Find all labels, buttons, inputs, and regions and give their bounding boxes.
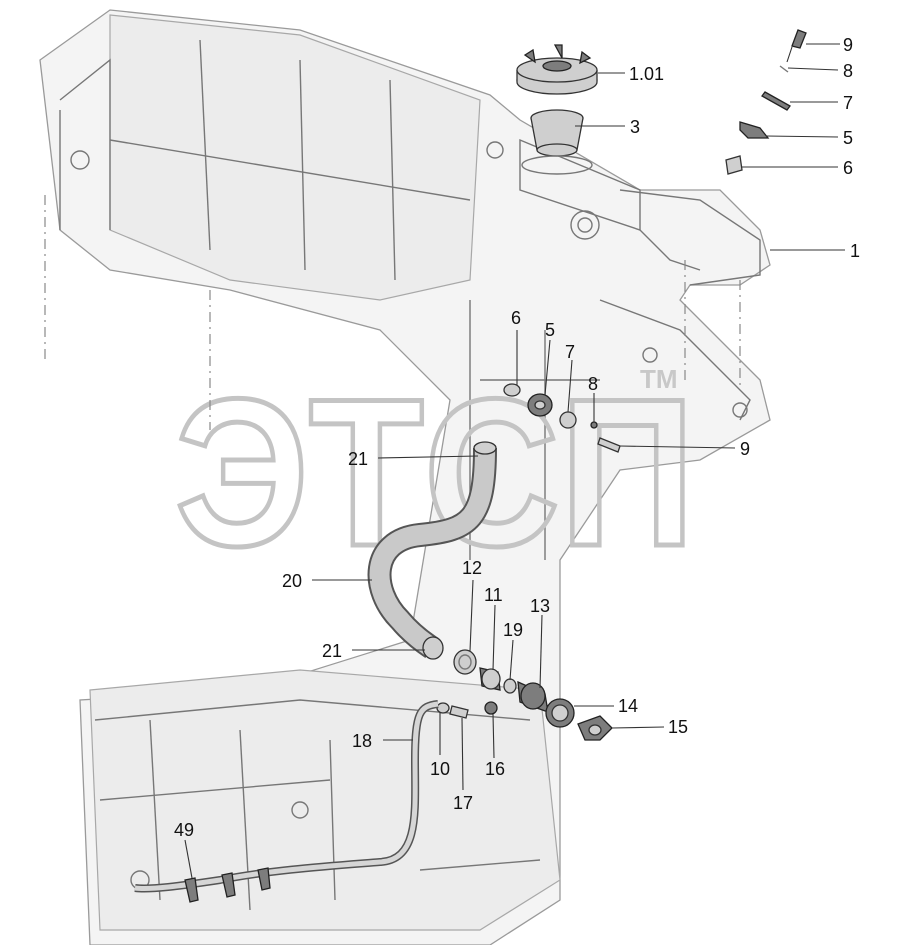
callout-13: 13 [530,596,550,616]
callout-10: 10 [430,759,450,779]
part-13-strainer-body [517,680,549,713]
frame-drawing [39,9,771,945]
callout-15: 15 [668,717,688,737]
callout-3: 3 [630,117,640,137]
callout-11: 11 [484,585,503,605]
callout-5-mid: 5 [545,320,555,340]
part-11-fitting [479,667,501,691]
part-set-top-right [725,29,807,175]
callout-17: 17 [453,793,473,813]
watermark: ЭТСП TM [173,353,698,593]
callout-21-bottom: 21 [322,641,342,661]
callout-21-top: 21 [348,449,368,469]
part-12-clamp [453,649,477,675]
callout-49: 49 [174,820,194,840]
part-15-cap [577,715,613,741]
callout-1-01: 1.01 [629,64,664,84]
part-19-washer [503,678,517,694]
callout-7-mid: 7 [565,342,575,362]
leader-lines [184,43,845,879]
part-1-01-filler-cap [516,44,598,95]
callout-7-top: 7 [843,93,853,113]
parts [134,29,807,903]
callout-16: 16 [485,759,505,779]
callout-20: 20 [282,571,302,591]
callout-6-top: 6 [843,158,853,178]
callout-labels: 9 8 7 5 6 1.01 3 1 6 5 7 8 9 21 20 21 12… [174,35,860,840]
part-49-hose-clips [184,867,271,903]
callout-5-top: 5 [843,128,853,148]
callout-14: 14 [618,696,638,716]
part-20-filler-hose [367,441,497,660]
callout-8-top: 8 [843,61,853,81]
part-17-fitting [449,705,469,719]
callout-8-mid: 8 [588,374,598,394]
callout-12: 12 [462,558,482,578]
watermark-text: ЭТСП [175,355,695,590]
part-10-hose-end [436,702,450,714]
part-3-filler-neck [521,109,593,175]
callout-6-mid: 6 [511,308,521,328]
watermark-trademark: TM [640,364,678,394]
callout-9-top: 9 [843,35,853,55]
callout-9-mid: 9 [740,439,750,459]
callout-19: 19 [503,620,523,640]
callout-1: 1 [850,241,860,261]
part-14-ring [545,698,575,728]
alignment-lines [44,195,741,430]
callout-18: 18 [352,731,372,751]
part-16-nut [484,701,498,715]
